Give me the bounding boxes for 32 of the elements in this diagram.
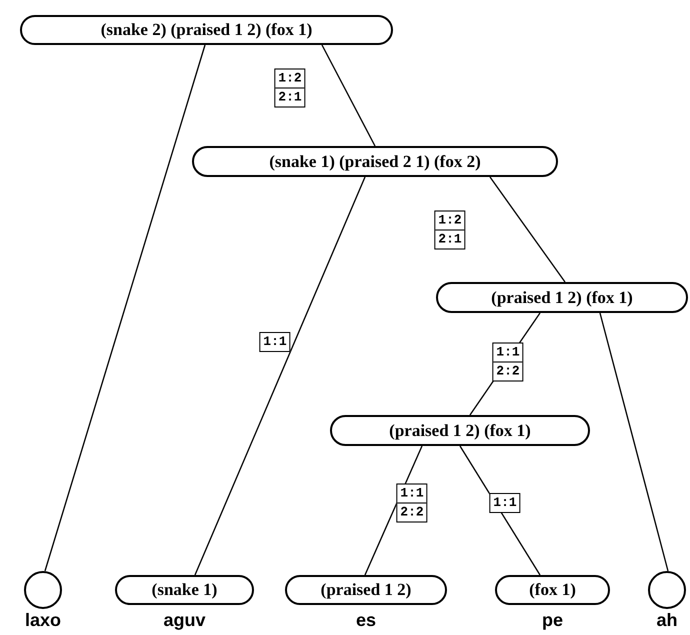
tree-node bbox=[330, 415, 590, 446]
tree-node bbox=[192, 146, 558, 177]
node-text: (snake 1) bbox=[152, 580, 218, 600]
tree-node bbox=[115, 575, 254, 605]
connector-line bbox=[194, 176, 366, 576]
node-text: (praised 1 2) (fox 1) bbox=[389, 420, 531, 440]
node-text: (praised 1 2) bbox=[320, 580, 412, 600]
node-text: (fox 1) bbox=[529, 580, 576, 600]
tree-node bbox=[285, 575, 447, 605]
edge-label: 1:1 2:2 bbox=[396, 484, 428, 522]
connector-line bbox=[44, 44, 206, 572]
tree-node bbox=[436, 282, 688, 313]
node-text: (snake 2) (praised 1 2) (fox 1) bbox=[100, 20, 312, 40]
edge-label: 1:1 bbox=[489, 493, 521, 513]
leaf-name: es bbox=[356, 610, 376, 631]
tree-node bbox=[495, 575, 610, 605]
edge-label: 1:2 2:1 bbox=[434, 210, 466, 250]
leaf-name: pe bbox=[542, 610, 563, 631]
connector-line bbox=[599, 312, 669, 572]
leaf-circle bbox=[24, 571, 62, 609]
edge-label: 1:1 bbox=[259, 332, 291, 352]
connector-line bbox=[321, 44, 376, 146]
node-text: (snake 1) (praised 2 1) (fox 2) bbox=[269, 152, 481, 172]
leaf-circle bbox=[648, 571, 686, 609]
edge-label: 1:1 2:2 bbox=[492, 342, 524, 382]
node-text: (praised 1 2) (fox 1) bbox=[491, 288, 633, 308]
tree-node bbox=[20, 15, 393, 45]
leaf-name: laxo bbox=[24, 610, 62, 631]
edge-label: 1:2 2:1 bbox=[274, 68, 306, 108]
connector-line bbox=[489, 176, 566, 282]
leaf-name: ah bbox=[656, 610, 678, 631]
leaf-name: aguv bbox=[164, 610, 206, 631]
